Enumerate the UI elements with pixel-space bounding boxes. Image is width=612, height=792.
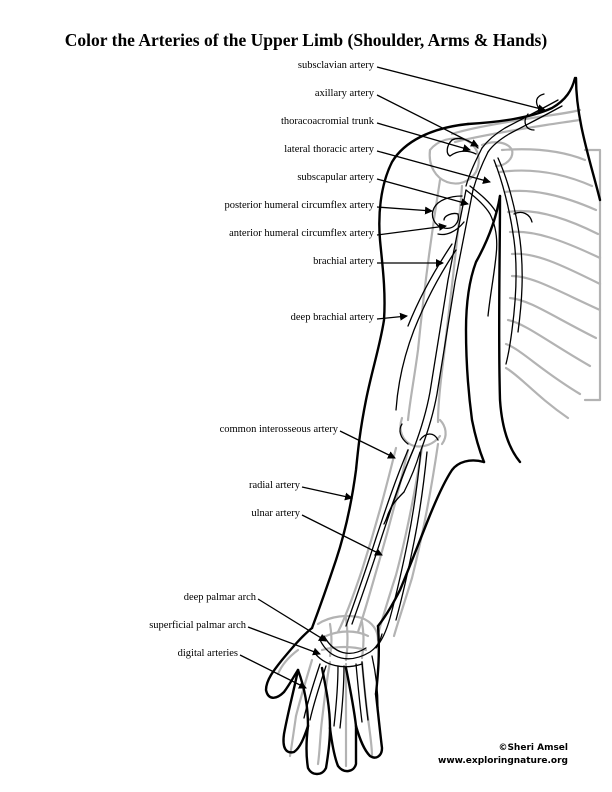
label-axillary-artery: axillary artery [314, 88, 374, 99]
label-posterior-humeral-circumflex-artery: posterior humeral circumflex artery [224, 200, 374, 211]
leader-digital [239, 654, 307, 689]
leader-lateral-thoracic [376, 150, 491, 185]
label-subclavian-artery: subsclavian artery [297, 60, 374, 71]
credit-website: www.exploringnature.org [438, 756, 568, 766]
leader-thoracoacromial [376, 122, 471, 152]
label-deep-palmar-arch: deep palmar arch [183, 592, 256, 603]
label-subscapular-artery: subscapular artery [297, 172, 374, 183]
credit-author: ©Sheri Amsel [498, 743, 568, 753]
label-deep-brachial-artery: deep brachial artery [290, 312, 374, 323]
leader-common-interosseous [339, 430, 396, 459]
label-thoracoacromial-trunk: thoracoacromial trunk [280, 116, 374, 127]
leader-axillary [376, 94, 479, 147]
label-ulnar-artery: ulnar artery [251, 508, 300, 519]
label-radial-artery: radial artery [248, 480, 300, 491]
leader-radial [301, 486, 353, 501]
artery-network [303, 93, 563, 729]
label-brachial-artery: brachial artery [313, 256, 374, 267]
leader-posterior-humeral [376, 206, 433, 215]
label-digital-arteries: digital arteries [177, 648, 238, 659]
leader-deep-brachial [376, 312, 408, 321]
leader-ulnar [301, 514, 383, 556]
skeleton-outline [276, 108, 602, 768]
leader-deep-palmar [257, 598, 327, 642]
label-common-interosseous-artery: common interosseous artery [219, 424, 338, 435]
leader-anterior-humeral [376, 222, 447, 236]
leader-superficial-palmar [247, 626, 321, 656]
label-superficial-palmar-arch: superficial palmar arch [149, 620, 246, 631]
page-title: Color the Arteries of the Upper Limb (Sh… [64, 30, 548, 50]
leader-subclavian [376, 66, 546, 113]
leader-lines [239, 66, 546, 689]
label-lateral-thoracic-artery: lateral thoracic artery [284, 144, 374, 155]
label-anterior-humeral-circumflex-artery: anterior humeral circumflex artery [229, 228, 374, 239]
leader-subscapular [376, 178, 469, 207]
arm-outline [264, 76, 602, 776]
